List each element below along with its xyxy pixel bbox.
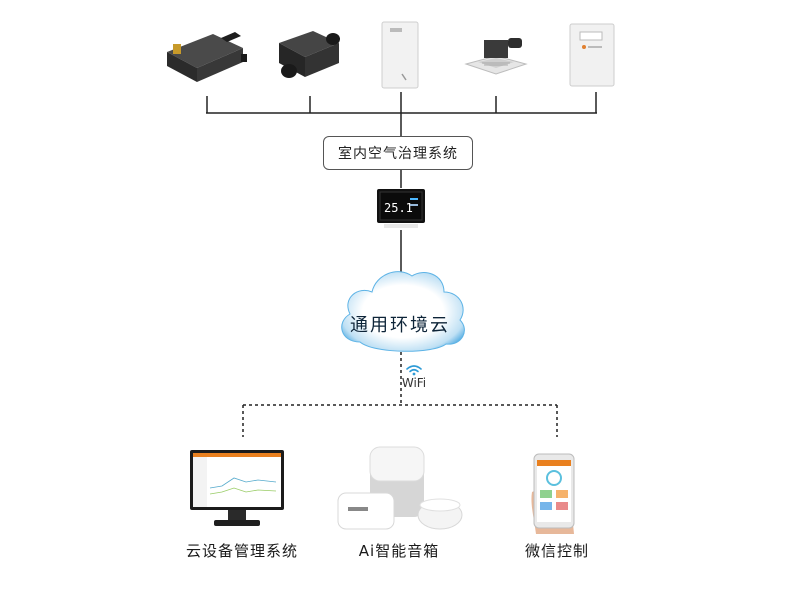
ventilation-unit-icon <box>167 32 247 82</box>
system-box: 室内空气治理系统 <box>323 136 473 170</box>
wifi-label: WiFi <box>401 376 427 390</box>
smartphone-icon <box>531 453 575 534</box>
wechat-control-label: 微信控制 <box>524 542 590 560</box>
cloud-icon <box>341 271 465 352</box>
air-sensor-icon <box>569 23 615 87</box>
smart-speaker-icon <box>337 446 463 530</box>
wifi-icon <box>406 365 422 376</box>
monitor-icon <box>190 450 284 526</box>
wall-panel-icon <box>381 21 419 89</box>
ceiling-fan-icon <box>464 38 528 75</box>
cloud-device-management-label: 云设备管理系统 <box>185 542 299 560</box>
thermostat-temperature: 25.1 <box>384 201 413 215</box>
thermostat-icon: 25.1 <box>377 189 425 228</box>
ai-speaker-label: Ai智能音箱 <box>358 542 440 560</box>
ventilation-unit-icon <box>279 31 340 78</box>
cloud-label: 通用环境云 <box>350 315 450 336</box>
